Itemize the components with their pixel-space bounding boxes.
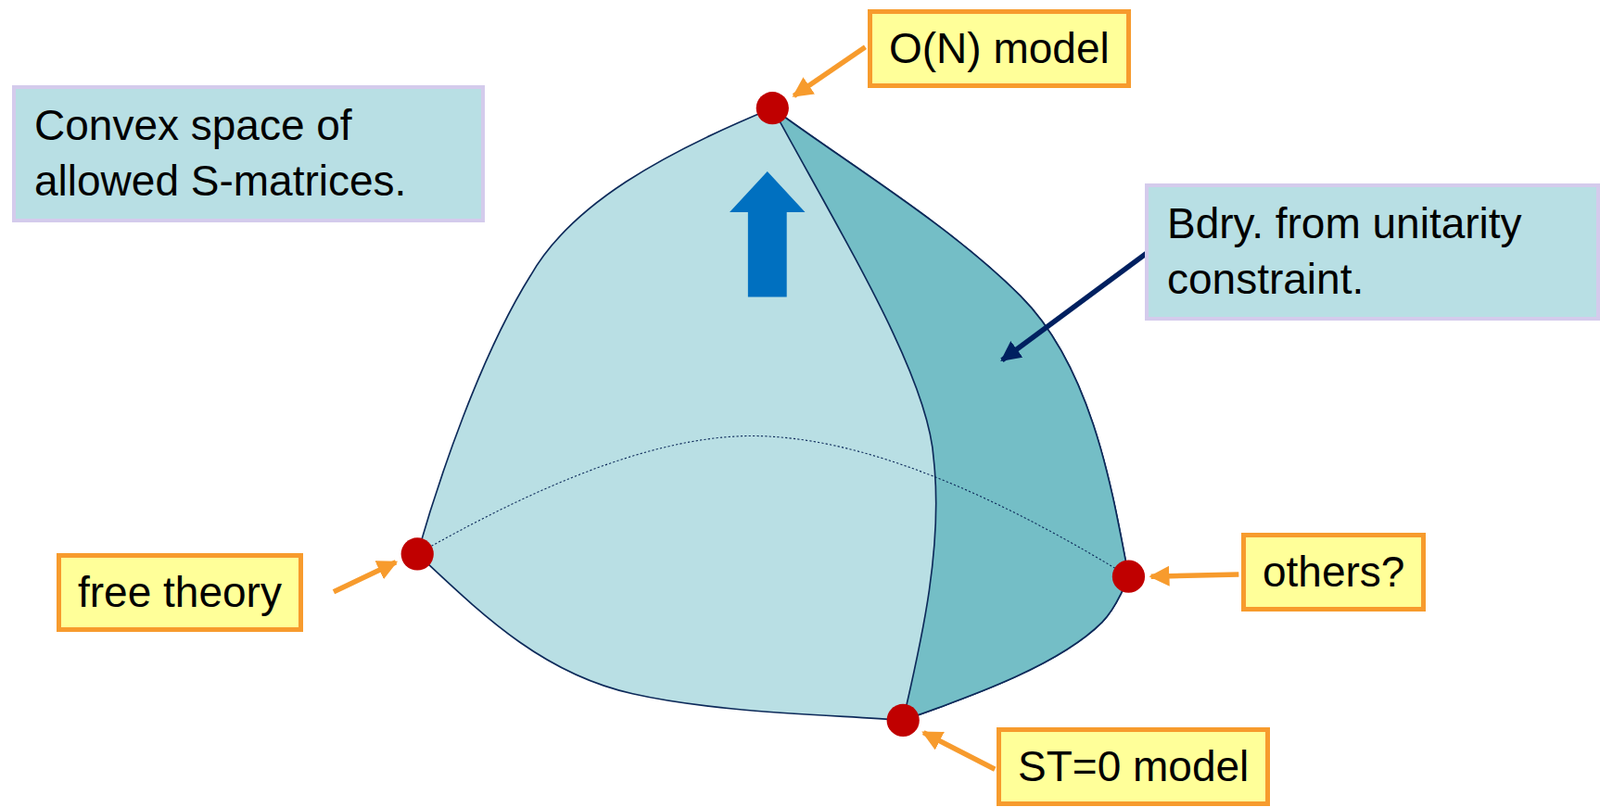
dark-face: [772, 108, 1129, 722]
vertex-dot: [401, 537, 434, 571]
leader-arrow: [793, 47, 865, 97]
box-text: Convex space of allowed S-matrices.: [34, 98, 463, 210]
hidden-edge: [417, 435, 1129, 577]
callout-box: others?: [1241, 533, 1426, 612]
leader-arrow: [333, 562, 396, 593]
box-text: others?: [1262, 546, 1405, 598]
leader-arrow: [1151, 574, 1240, 577]
callout-box: ST=0 model: [996, 727, 1270, 807]
box-text: free theory: [77, 567, 282, 619]
box-text: Bdry. from unitarity constraint.: [1167, 196, 1578, 308]
box-text: O(N) model: [888, 23, 1110, 75]
callout-box: O(N) model: [867, 9, 1131, 89]
vertex-dot: [1112, 560, 1145, 594]
vertex-dot: [887, 704, 920, 737]
up-arrow: [729, 171, 805, 297]
note-box: Convex space of allowed S-matrices.: [12, 85, 485, 223]
box-text: ST=0 model: [1017, 741, 1249, 793]
leader-arrow: [1002, 253, 1147, 361]
callout-box: free theory: [56, 553, 304, 633]
note-box: Bdry. from unitarity constraint.: [1144, 183, 1600, 321]
leader-arrow: [923, 733, 995, 771]
vertex-dot: [756, 91, 789, 125]
light-face: [417, 108, 1129, 722]
